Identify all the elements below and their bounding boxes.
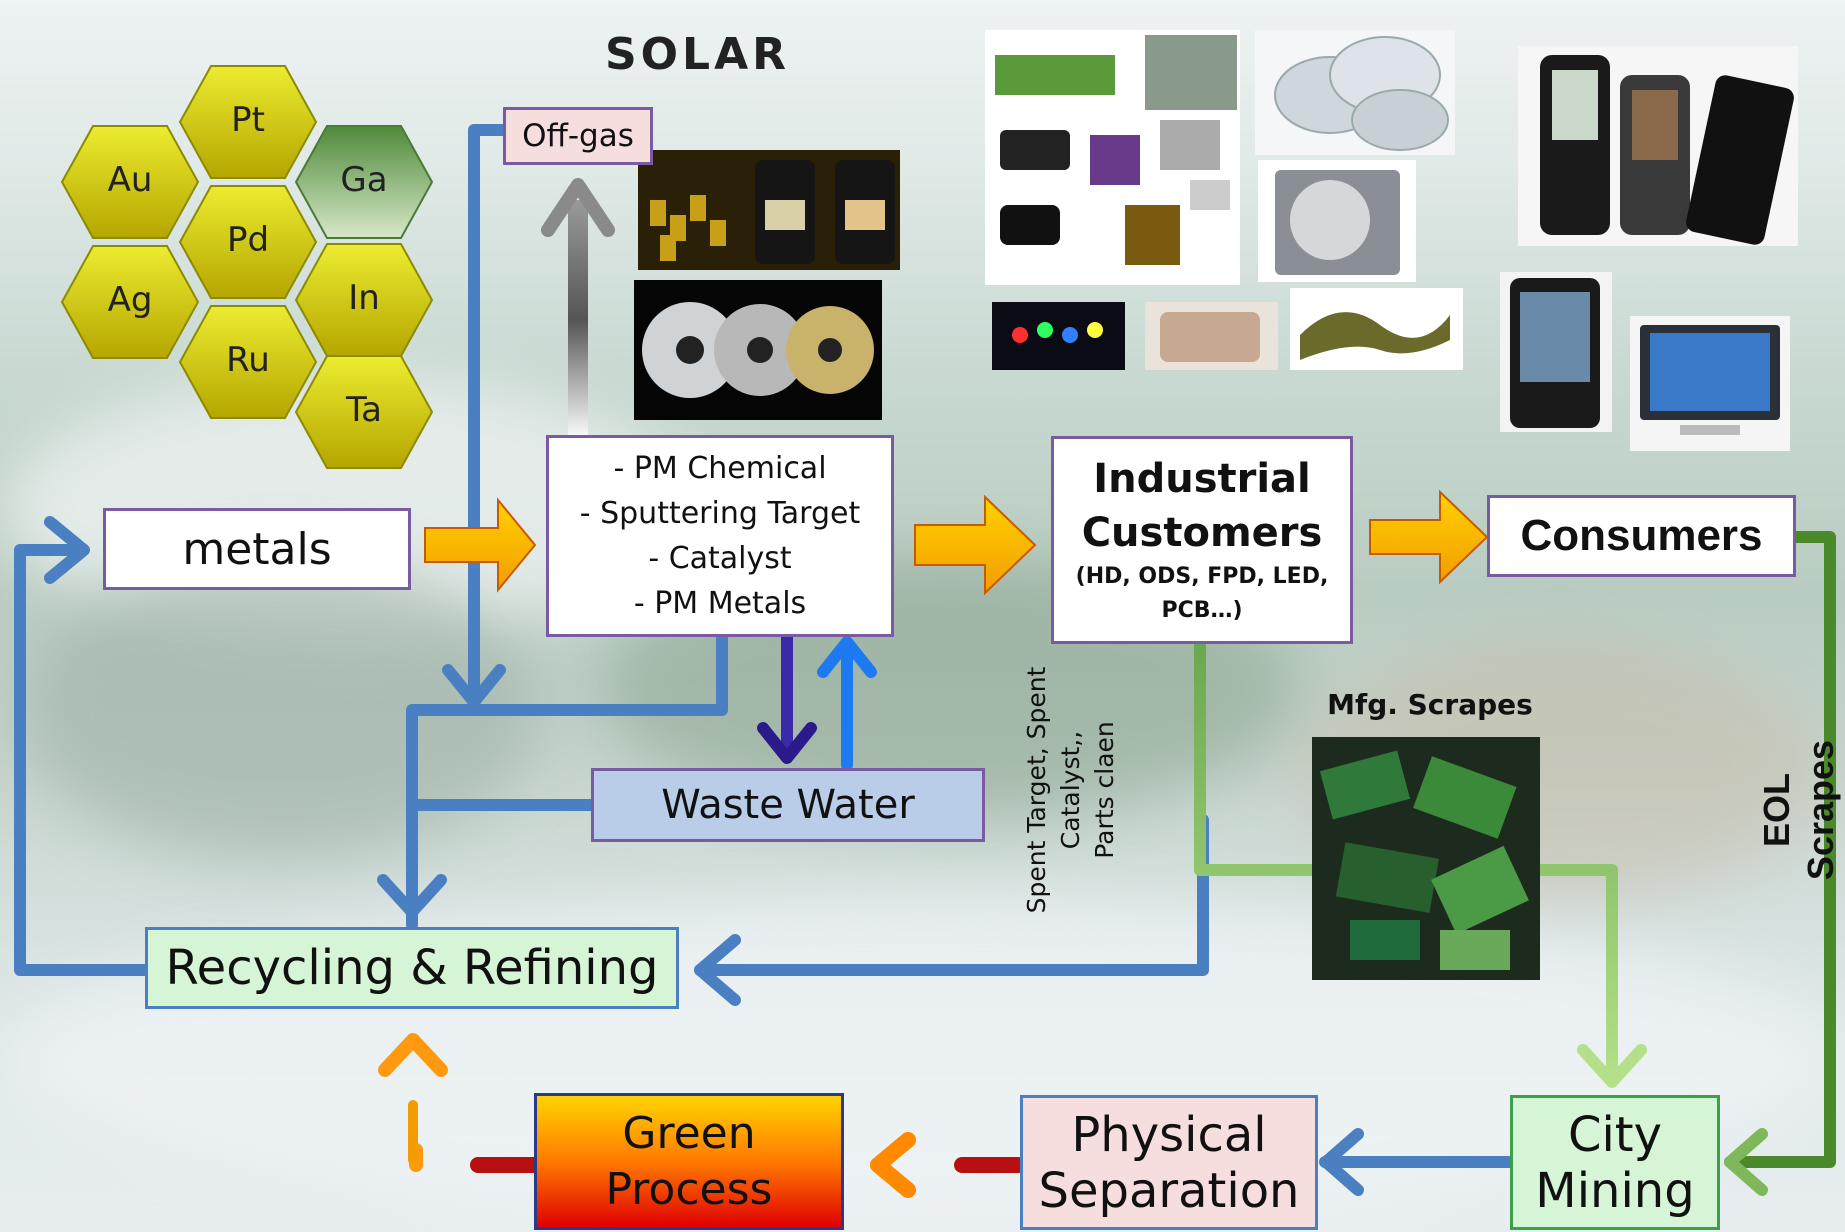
products-box: - PM Chemical - Sputtering Target - Cata… [546,435,894,637]
arrow-metals-to-products [424,497,537,593]
product-item: - PM Chemical [613,451,827,486]
hex-au [60,125,200,239]
arrow-products-to-industry [914,494,1037,596]
product-item: - Catalyst [648,541,792,576]
recycling-refining-box: Recycling & Refining [145,927,679,1009]
arrowhead-left-recycling [694,934,741,1006]
metals-label: metals [182,523,332,575]
photo-hard-drive [1258,160,1416,282]
solar-logo: SOLAR [604,28,791,80]
physical-separation-box: Physical Separation [1020,1095,1318,1230]
hex-label-ga: Ga [340,160,388,200]
hex-label-ta: Ta [346,390,382,430]
flow-offgas-to-recycling [468,124,511,706]
industrial-title: Industrial [1093,456,1311,502]
metals-box: metals [103,508,411,590]
hex-ag [60,245,200,359]
mfg-scrapes-label: Mfg. Scrapes [1327,688,1533,721]
arrowhead-recycling [377,874,447,918]
arrowhead-citymining-right [1724,1128,1768,1196]
wastewater-arrows [757,629,877,771]
photo-electronics-parts [985,30,1240,285]
industrial-subtitle: (HD, ODS, FPD, LED, [1075,564,1329,589]
industrial-subtitle: PCB…) [1161,598,1243,623]
photo-sputtering-targets [634,280,882,420]
hex-label-pd: Pd [226,220,270,260]
offgas-arrow [541,178,615,440]
hex-label-pt: Pt [231,100,265,140]
hex-ru [178,305,318,419]
waste-water-box: Waste Water [591,768,985,842]
photo-leds [992,302,1125,370]
photo-substrate [1145,302,1278,370]
offgas-box: Off-gas [503,107,653,165]
green-process-flow [378,1033,1026,1198]
photo-smartphone [1500,272,1612,432]
city-mining-label: Mining [1535,1162,1695,1219]
hex-label-au: Au [107,160,153,200]
arrow-industry-to-consumers [1369,489,1489,585]
photo-pcb-scrap [1312,737,1540,980]
product-item: - PM Metals [633,586,807,621]
photo-pm-products [638,150,900,270]
arrowhead-down-1 [442,664,506,708]
hex-ta [294,355,434,469]
eol-scrapes-label: EOL Scrapes [1756,739,1841,881]
flow-recycling-to-metals [14,544,154,976]
hex-label-in: In [348,278,380,318]
recycling-refining-label: Recycling & Refining [165,940,659,996]
photo-discs [1255,30,1455,155]
arrowhead-citymining [1577,1044,1647,1088]
flow-products-to-recycling [406,629,728,931]
physical-separation-label: Physical [1071,1106,1267,1163]
photo-monitor [1630,316,1790,451]
spent-materials-label: Spent Target, Spent Catalyst,, Parts cla… [1022,666,1119,914]
hex-pt [178,65,318,179]
hex-ga [294,125,434,239]
metal-hexagons [60,65,434,469]
hex-label-ag: Ag [107,280,153,320]
hex-label-ru: Ru [226,340,270,380]
arrowhead-metals [44,516,90,584]
waste-water-label: Waste Water [661,782,915,828]
arrowhead-physical [1320,1128,1364,1196]
photo-flexible-film [1290,288,1463,370]
industrial-customers-box: Industrial Customers (HD, ODS, FPD, LED,… [1051,436,1353,644]
city-mining-label: City [1567,1106,1663,1163]
product-item: - Sputtering Target [579,496,861,531]
photo-mobile-phones [1518,46,1798,246]
physical-separation-label: Separation [1038,1162,1300,1219]
consumers-label: Consumers [1520,511,1763,560]
green-process-label: Green [622,1107,756,1159]
orange-arrows [424,489,1489,596]
flow-consumers-to-citymining [1724,531,1836,1168]
green-process-box: Green Process [534,1093,844,1230]
city-mining-box: City Mining [1510,1095,1720,1230]
hex-pd [178,185,318,299]
offgas-label: Off-gas [522,118,634,154]
consumers-box: Consumers [1487,495,1796,577]
green-process-label: Process [605,1163,773,1215]
industrial-title: Customers [1081,510,1323,556]
